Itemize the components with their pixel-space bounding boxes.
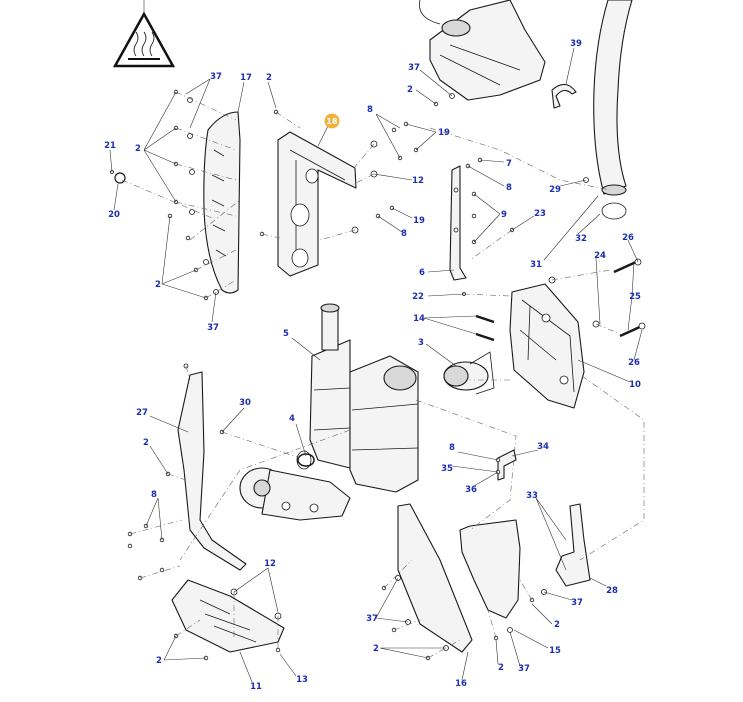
callout-2[interactable]: 2	[155, 280, 161, 290]
callout-37[interactable]: 37	[366, 614, 378, 624]
callout-16[interactable]: 16	[455, 679, 467, 689]
callout-3[interactable]: 3	[418, 338, 424, 348]
callout-18: 18	[326, 117, 338, 126]
leader-lines	[109, 47, 643, 683]
hot-surface-warning-icon	[112, 0, 176, 68]
callout-12[interactable]: 12	[264, 559, 276, 569]
callout-39[interactable]: 39	[570, 39, 582, 49]
callout-2[interactable]: 2	[373, 644, 379, 654]
callout-26[interactable]: 26	[628, 358, 640, 368]
callout-26[interactable]: 26	[622, 233, 634, 243]
callout-12[interactable]: 12	[412, 176, 424, 186]
bracket-6	[449, 165, 467, 281]
highlight-circle	[324, 113, 340, 129]
callout-37[interactable]: 37	[408, 63, 420, 73]
clamp-39	[551, 83, 577, 109]
callout-13[interactable]: 13	[296, 675, 308, 685]
callout-34[interactable]: 34	[537, 442, 549, 452]
callout-8[interactable]: 8	[506, 183, 512, 193]
callout-15[interactable]: 15	[549, 646, 561, 656]
highlighted-callout-18[interactable]: 18	[324, 113, 340, 129]
callout-8[interactable]: 8	[401, 229, 407, 239]
callout-23[interactable]: 23	[534, 209, 546, 219]
clamp-4	[297, 453, 315, 467]
lower-shield-11	[171, 579, 285, 653]
stud-25-lower	[619, 324, 643, 338]
callout-30[interactable]: 30	[239, 398, 251, 408]
callout-22[interactable]: 22	[412, 292, 424, 302]
callout-7[interactable]: 7	[506, 159, 512, 169]
callout-33[interactable]: 33	[526, 491, 538, 501]
callout-20[interactable]: 20	[108, 210, 120, 220]
mounting-plate-10	[509, 283, 585, 409]
callout-8[interactable]: 8	[367, 105, 373, 115]
exhaust-pipe-29	[593, 0, 633, 220]
callout-11[interactable]: 11	[250, 682, 262, 692]
callout-2[interactable]: 2	[156, 656, 162, 666]
callout-2[interactable]: 2	[498, 663, 504, 673]
callout-10[interactable]: 10	[629, 380, 641, 390]
callout-17[interactable]: 17	[240, 73, 252, 83]
callout-labels: 37 17 2 8 19 21 2 20 12 19 8 2 37 37 2 3…	[104, 39, 641, 692]
callout-25[interactable]: 25	[629, 292, 641, 302]
callout-8[interactable]: 8	[151, 490, 157, 500]
stud-25-upper	[613, 260, 637, 274]
callout-19[interactable]: 19	[413, 216, 425, 226]
callout-9[interactable]: 9	[501, 210, 507, 220]
callout-37[interactable]: 37	[518, 664, 530, 674]
catalyst-dpf-5	[309, 303, 419, 493]
callout-37[interactable]: 37	[207, 323, 219, 333]
callout-2[interactable]: 2	[143, 438, 149, 448]
callout-14[interactable]: 14	[413, 314, 425, 324]
callout-36[interactable]: 36	[465, 485, 477, 495]
assembly-lines	[121, 91, 645, 659]
callout-32[interactable]: 32	[575, 234, 587, 244]
heat-shield-17	[203, 111, 241, 294]
callout-21[interactable]: 21	[104, 141, 116, 151]
heat-shield-16	[397, 503, 473, 653]
flex-pipe-3	[443, 351, 495, 395]
callout-2[interactable]: 2	[554, 620, 560, 630]
callout-29[interactable]: 29	[549, 185, 561, 195]
callout-8[interactable]: 8	[449, 443, 455, 453]
callout-5[interactable]: 5	[283, 329, 289, 339]
callout-37[interactable]: 37	[571, 598, 583, 608]
callout-6[interactable]: 6	[419, 268, 425, 278]
callout-35[interactable]: 35	[441, 464, 453, 474]
callout-28[interactable]: 28	[606, 586, 618, 596]
callout-2[interactable]: 2	[266, 73, 272, 83]
callout-31[interactable]: 31	[530, 260, 542, 270]
callout-19[interactable]: 19	[438, 128, 450, 138]
callout-37[interactable]: 37	[210, 72, 222, 82]
upper-heat-shield	[419, 0, 546, 101]
bracket-34	[497, 449, 517, 481]
bolt-14-lower	[475, 332, 495, 342]
bracket-28	[555, 503, 591, 587]
callout-24[interactable]: 24	[594, 251, 606, 261]
bracket-27	[177, 371, 247, 571]
heat-shield-15	[459, 519, 521, 619]
callout-2[interactable]: 2	[135, 144, 141, 154]
bracket-panel-18	[277, 131, 357, 277]
callout-4[interactable]: 4	[289, 414, 295, 424]
callout-27[interactable]: 27	[136, 408, 148, 418]
callout-2[interactable]: 2	[407, 85, 413, 95]
bolt-14-upper	[475, 314, 495, 324]
